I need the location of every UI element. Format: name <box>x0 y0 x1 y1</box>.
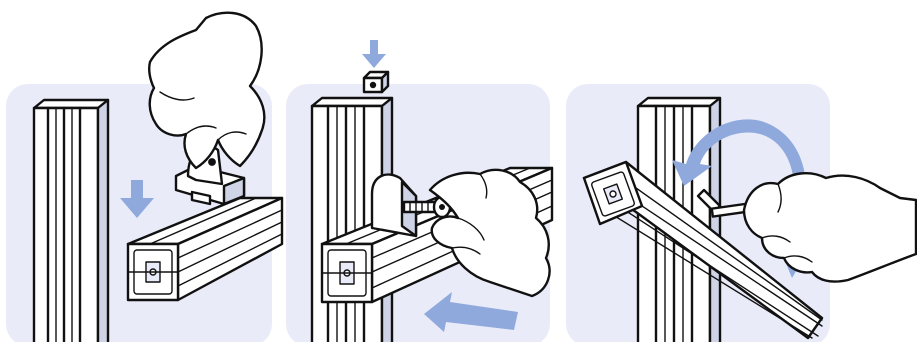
arrow-icon <box>362 40 386 68</box>
vertical-profile-icon <box>34 100 108 342</box>
nut-icon <box>364 72 388 92</box>
